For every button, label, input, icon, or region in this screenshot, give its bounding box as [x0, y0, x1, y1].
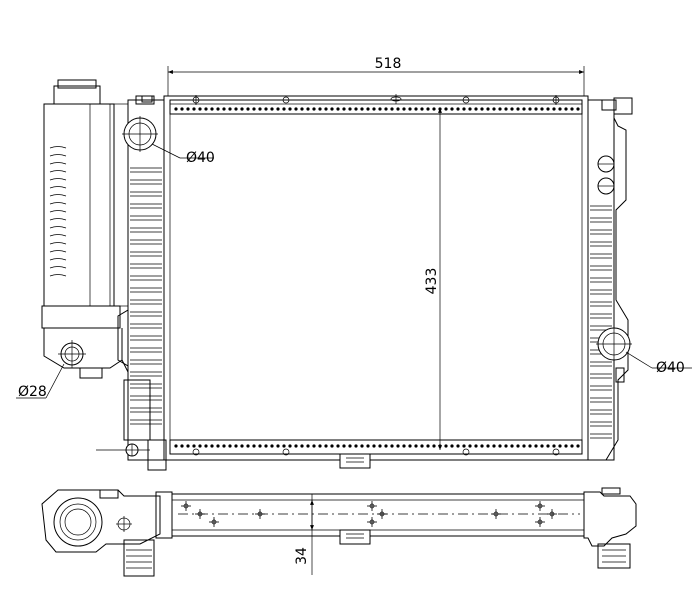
bottom-view — [41, 487, 637, 577]
top-left-inlet-label: Ø40 — [186, 150, 215, 166]
top-left-inlet: Ø40 — [122, 116, 215, 166]
lower-left-bracket — [96, 443, 150, 457]
depth-dimension: 34 — [294, 494, 314, 575]
bottom-header-rivets — [174, 444, 580, 448]
bottom-view-mount-points — [181, 501, 557, 527]
width-dimension: 518 — [167, 56, 585, 96]
expansion-tank-ribs — [49, 146, 67, 277]
right-side-tank — [587, 97, 633, 461]
small-outlet-label: Ø28 — [18, 384, 47, 400]
height-dimension-label: 433 — [424, 268, 440, 295]
left-tank-fins — [130, 167, 162, 425]
width-dimension-label: 518 — [375, 56, 402, 72]
right-inlet-label: Ø40 — [656, 360, 685, 376]
radiator-core — [163, 95, 589, 461]
depth-dimension-label: 34 — [294, 547, 310, 565]
right-tank-fins — [590, 205, 612, 439]
top-header-rivets — [174, 107, 580, 111]
expansion-tank — [41, 79, 129, 380]
left-side-tank — [117, 95, 167, 471]
right-inlet: Ø40 — [596, 326, 692, 376]
height-dimension: 433 — [424, 108, 442, 450]
bottom-header-mounts — [192, 448, 560, 469]
top-header-mounts — [191, 94, 561, 105]
small-outlet: Ø28 — [16, 340, 86, 400]
